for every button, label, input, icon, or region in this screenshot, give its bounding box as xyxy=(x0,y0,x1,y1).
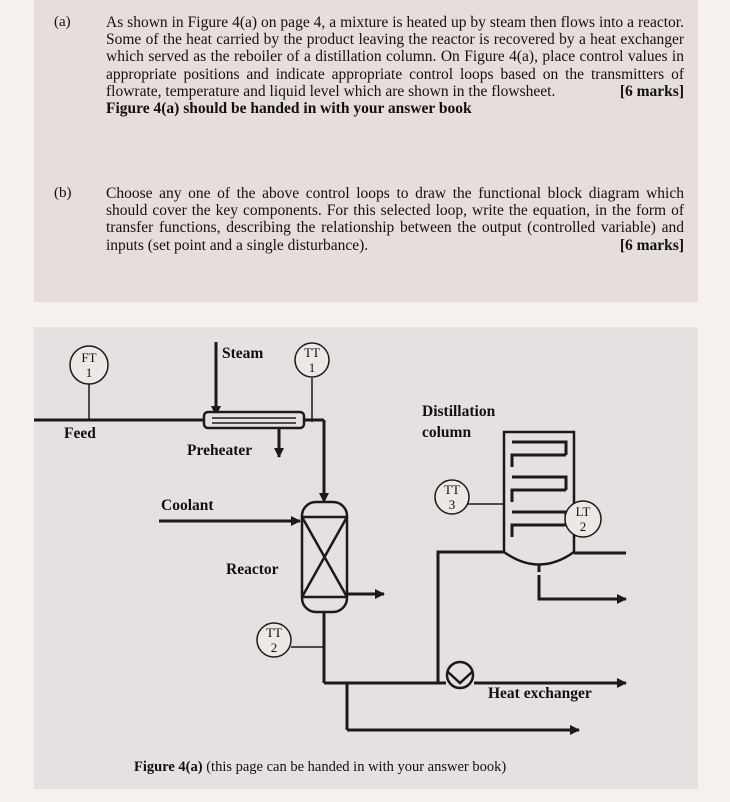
caption-text: (this page can be handed in with your an… xyxy=(202,759,507,775)
tt2-bubble xyxy=(256,622,292,658)
question-a-marks: [6 marks] xyxy=(619,82,684,100)
flowsheet-diagram: FT 1 TT 1 TT 3 LT 2 TT 2 Steam Feed Preh… xyxy=(34,342,627,735)
figure-panel: FT 1 TT 1 TT 3 LT 2 TT 2 Steam Feed Preh… xyxy=(34,327,698,789)
question-b-marks: [6 marks] xyxy=(619,236,684,254)
ft1-tag-top: FT xyxy=(81,350,96,365)
question-a-label: (a) xyxy=(54,14,71,30)
reactor-label: Reactor xyxy=(226,561,279,578)
heat-exchanger-label: Heat exchanger xyxy=(488,685,592,702)
heat-exchanger xyxy=(445,660,475,690)
distillation-label: Distillation xyxy=(422,403,496,420)
figure-caption: Figure 4(a) (this page can be handed in … xyxy=(134,759,506,776)
column-bottom-line xyxy=(537,575,627,604)
coolant-label: Coolant xyxy=(161,497,214,514)
question-b-text: Choose any one of the above control loop… xyxy=(106,185,684,254)
tt2-tag-top: TT xyxy=(266,625,282,640)
question-block: (a) As shown in Figure 4(a) on page 4, a… xyxy=(34,0,698,302)
lt2-tag-bottom: 2 xyxy=(580,519,587,534)
question-b-body: Choose any one of the above control loop… xyxy=(106,185,684,254)
tt1-bubble xyxy=(294,342,330,378)
tt1-tag-bottom: 1 xyxy=(309,360,316,375)
caption-figure-number: Figure 4(a) xyxy=(134,759,203,775)
tt3-tag-bottom: 3 xyxy=(449,497,456,512)
preheater-label: Preheater xyxy=(187,442,252,459)
tt3-tag-top: TT xyxy=(444,482,460,497)
preheater xyxy=(202,410,306,430)
tt1-tag-top: TT xyxy=(304,345,320,360)
tt3-bubble xyxy=(434,479,470,515)
ft1-bubble xyxy=(69,345,109,385)
question-a-text: As shown in Figure 4(a) on page 4, a mix… xyxy=(106,14,684,100)
distillation-column xyxy=(502,430,576,566)
feed-label: Feed xyxy=(64,425,96,442)
steam-label: Steam xyxy=(222,345,263,362)
column-label: column xyxy=(422,424,471,441)
reactor xyxy=(300,500,349,614)
tt2-tag-bottom: 2 xyxy=(271,640,278,655)
question-b-label: (b) xyxy=(54,185,72,201)
question-a-body: As shown in Figure 4(a) on page 4, a mix… xyxy=(106,14,684,117)
lt2-tag-top: LT xyxy=(576,504,591,519)
lt2-bubble xyxy=(564,500,602,538)
question-a-note: Figure 4(a) should be handed in with you… xyxy=(106,100,472,118)
ft1-tag-bottom: 1 xyxy=(86,365,93,380)
